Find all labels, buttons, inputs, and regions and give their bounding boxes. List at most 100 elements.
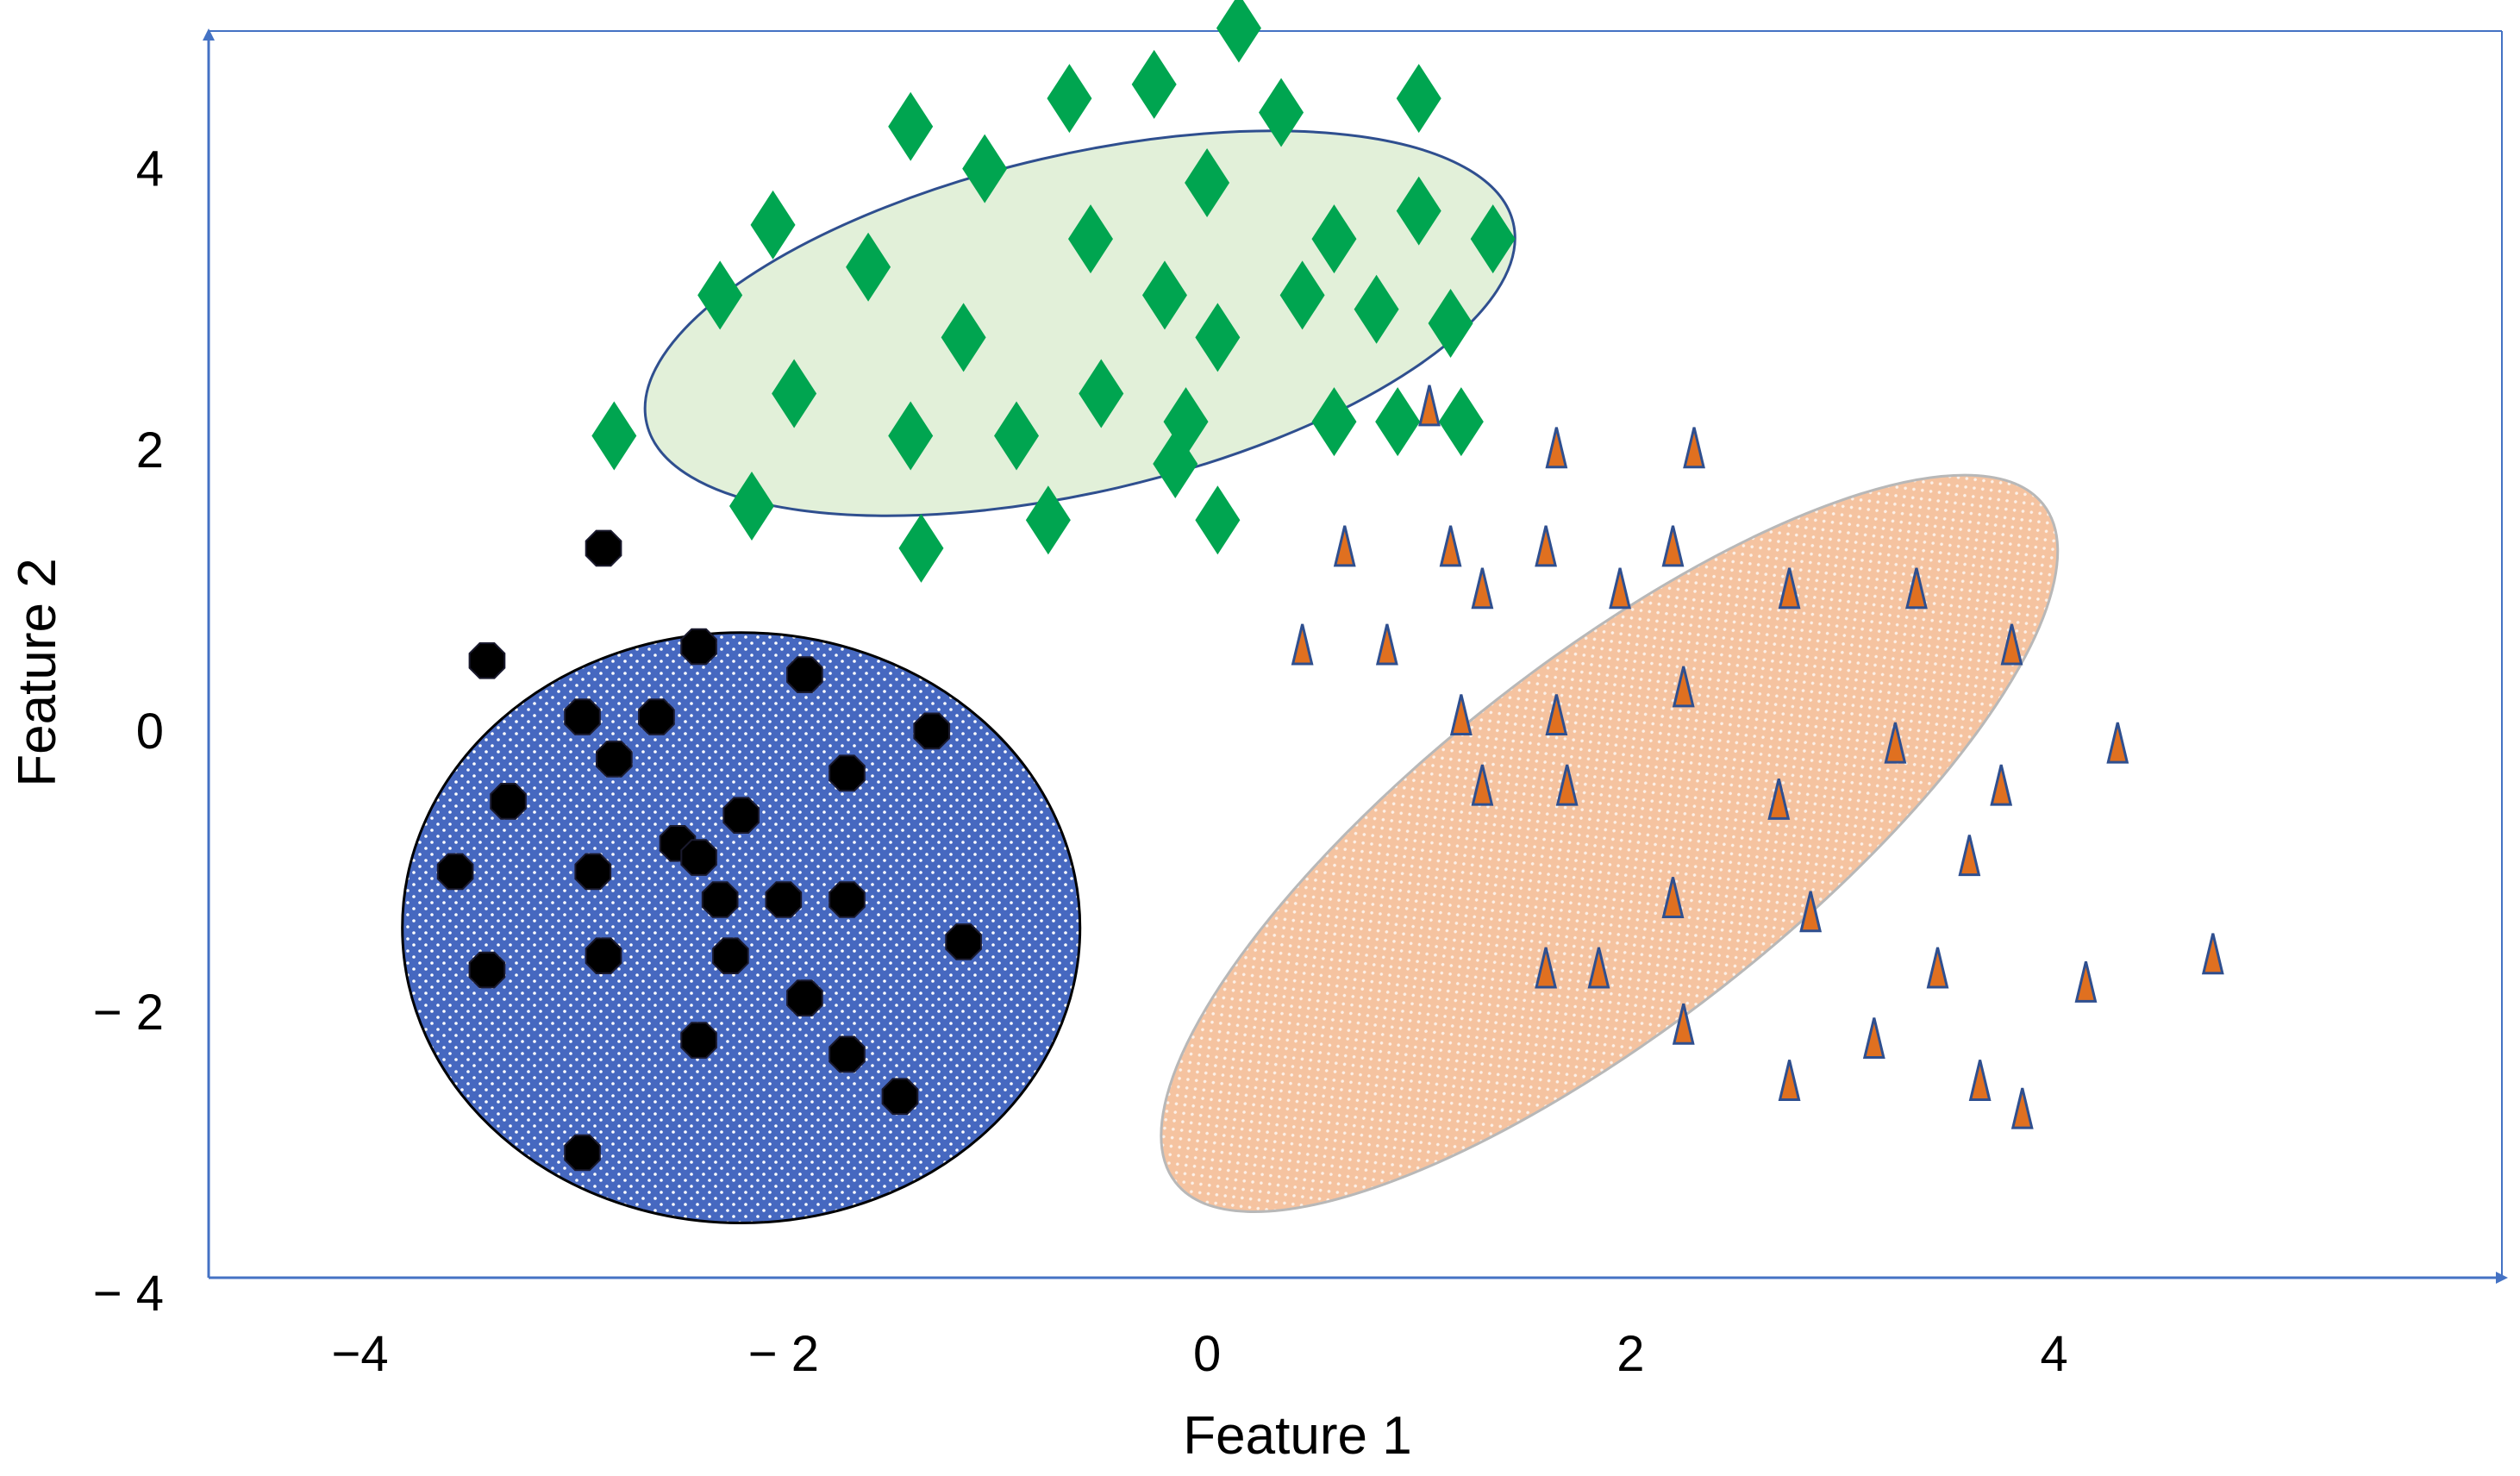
diamond-point: [1279, 260, 1325, 330]
octagon-point: [564, 1134, 601, 1172]
triangle-point: [1926, 947, 1949, 989]
triangle-point: [1418, 385, 1441, 427]
triangle-point: [1609, 567, 1631, 610]
octagon-point: [596, 741, 633, 778]
octagon-point: [680, 628, 717, 666]
diamond-point: [1396, 176, 1441, 246]
diamond-point: [591, 401, 637, 471]
octagon-point: [436, 853, 474, 891]
diamond-point: [1259, 78, 1304, 147]
diamond-point: [888, 401, 934, 471]
diamond-point: [1470, 204, 1516, 274]
triangle-point: [2106, 722, 2129, 764]
x-axis-title: Feature 1: [1183, 1406, 1411, 1466]
triangle-point: [1968, 1060, 1992, 1101]
triangle-point: [1545, 427, 1568, 469]
x-tick-label: 0: [1193, 1326, 1221, 1382]
triangle-point: [1333, 525, 1356, 567]
diamond-point: [728, 471, 774, 541]
octagon-point: [574, 853, 612, 891]
triangle-point: [1767, 779, 1791, 820]
triangle-point: [1587, 947, 1610, 989]
cluster-ellipse-triangle: [1160, 473, 2060, 1213]
octagon-point: [786, 979, 823, 1016]
octagon-point: [712, 937, 749, 974]
octagon-point: [680, 1022, 717, 1059]
diamond-point: [888, 91, 934, 161]
triangle-point: [1958, 835, 1981, 877]
octagon-point: [881, 1078, 919, 1116]
octagon-point: [638, 698, 675, 735]
octagon-point: [701, 881, 739, 918]
y-tick-label: 0: [136, 704, 164, 760]
y-tick-label: 2: [136, 422, 164, 478]
diamond-point: [1131, 49, 1177, 119]
triangle-point: [1990, 764, 2013, 806]
octagon-point: [468, 951, 506, 989]
diamond-point: [1079, 359, 1124, 428]
y-axis-title: Feature 2: [8, 558, 67, 786]
data-points: [436, 0, 2224, 1172]
triangle-point: [1672, 1003, 1695, 1045]
x-tick-label: − 2: [748, 1326, 819, 1382]
octagon-point: [765, 881, 803, 918]
octagon-point: [945, 923, 982, 960]
triangle-point: [1555, 764, 1579, 806]
octagon-point: [829, 881, 866, 918]
triangle-point: [1375, 623, 1398, 666]
octagon-point: [829, 1035, 866, 1073]
triangle-point: [1439, 525, 1462, 567]
triangle-point: [1291, 623, 1314, 666]
diamond-point: [1438, 387, 1484, 457]
diamond-point: [1141, 260, 1187, 330]
octagon-point: [585, 529, 622, 567]
diamond-point: [1163, 387, 1209, 457]
triangle-point: [1778, 1060, 1801, 1101]
diamond-point: [962, 134, 1008, 203]
octagon-point: [564, 698, 601, 735]
triangle-point: [2000, 623, 2023, 666]
diamond-point: [697, 260, 743, 330]
triangle-point: [1471, 764, 1494, 806]
diamond-point: [1195, 485, 1241, 555]
triangle-point: [2201, 933, 2224, 975]
diamond-point: [1185, 147, 1230, 217]
cluster-ellipse-octagon: [401, 631, 1082, 1225]
y-tick-label: − 4: [93, 1266, 164, 1322]
diamond-point: [1396, 64, 1441, 134]
triangle-point: [1683, 427, 1705, 469]
diamond-point: [1354, 274, 1399, 344]
triangle-point: [2010, 1087, 2034, 1129]
diamond-point: [1067, 204, 1113, 274]
y-tick-label: 4: [136, 141, 164, 197]
triangle-point: [2074, 960, 2098, 1003]
triangle-point: [1672, 666, 1695, 708]
diamond-point: [1195, 303, 1241, 372]
diamond-point: [772, 359, 817, 428]
diamond-point: [898, 513, 944, 583]
axes: [203, 28, 2508, 1284]
octagon-point: [786, 656, 823, 693]
diamond-point: [750, 190, 796, 260]
x-tick-label: −4: [332, 1326, 389, 1382]
diamond-point: [846, 232, 891, 302]
octagon-point: [829, 754, 866, 792]
triangle-point: [1661, 877, 1685, 919]
diamond-point: [1375, 387, 1421, 457]
x-tick-label: 2: [1616, 1326, 1644, 1382]
octagon-point: [722, 797, 760, 834]
diamond-point: [941, 303, 986, 372]
octagon-point: [468, 642, 506, 679]
diamond-point: [1025, 485, 1071, 555]
diamond-point: [1153, 429, 1198, 499]
cluster-ellipses: [401, 129, 2060, 1225]
triangle-point: [1535, 947, 1558, 989]
cluster-ellipse-diamond: [643, 129, 1516, 517]
triangle-point: [1778, 567, 1801, 610]
diamond-point: [1311, 204, 1357, 274]
octagon-point: [913, 712, 951, 750]
triangle-point: [1661, 525, 1685, 567]
triangle-point: [1545, 694, 1568, 736]
